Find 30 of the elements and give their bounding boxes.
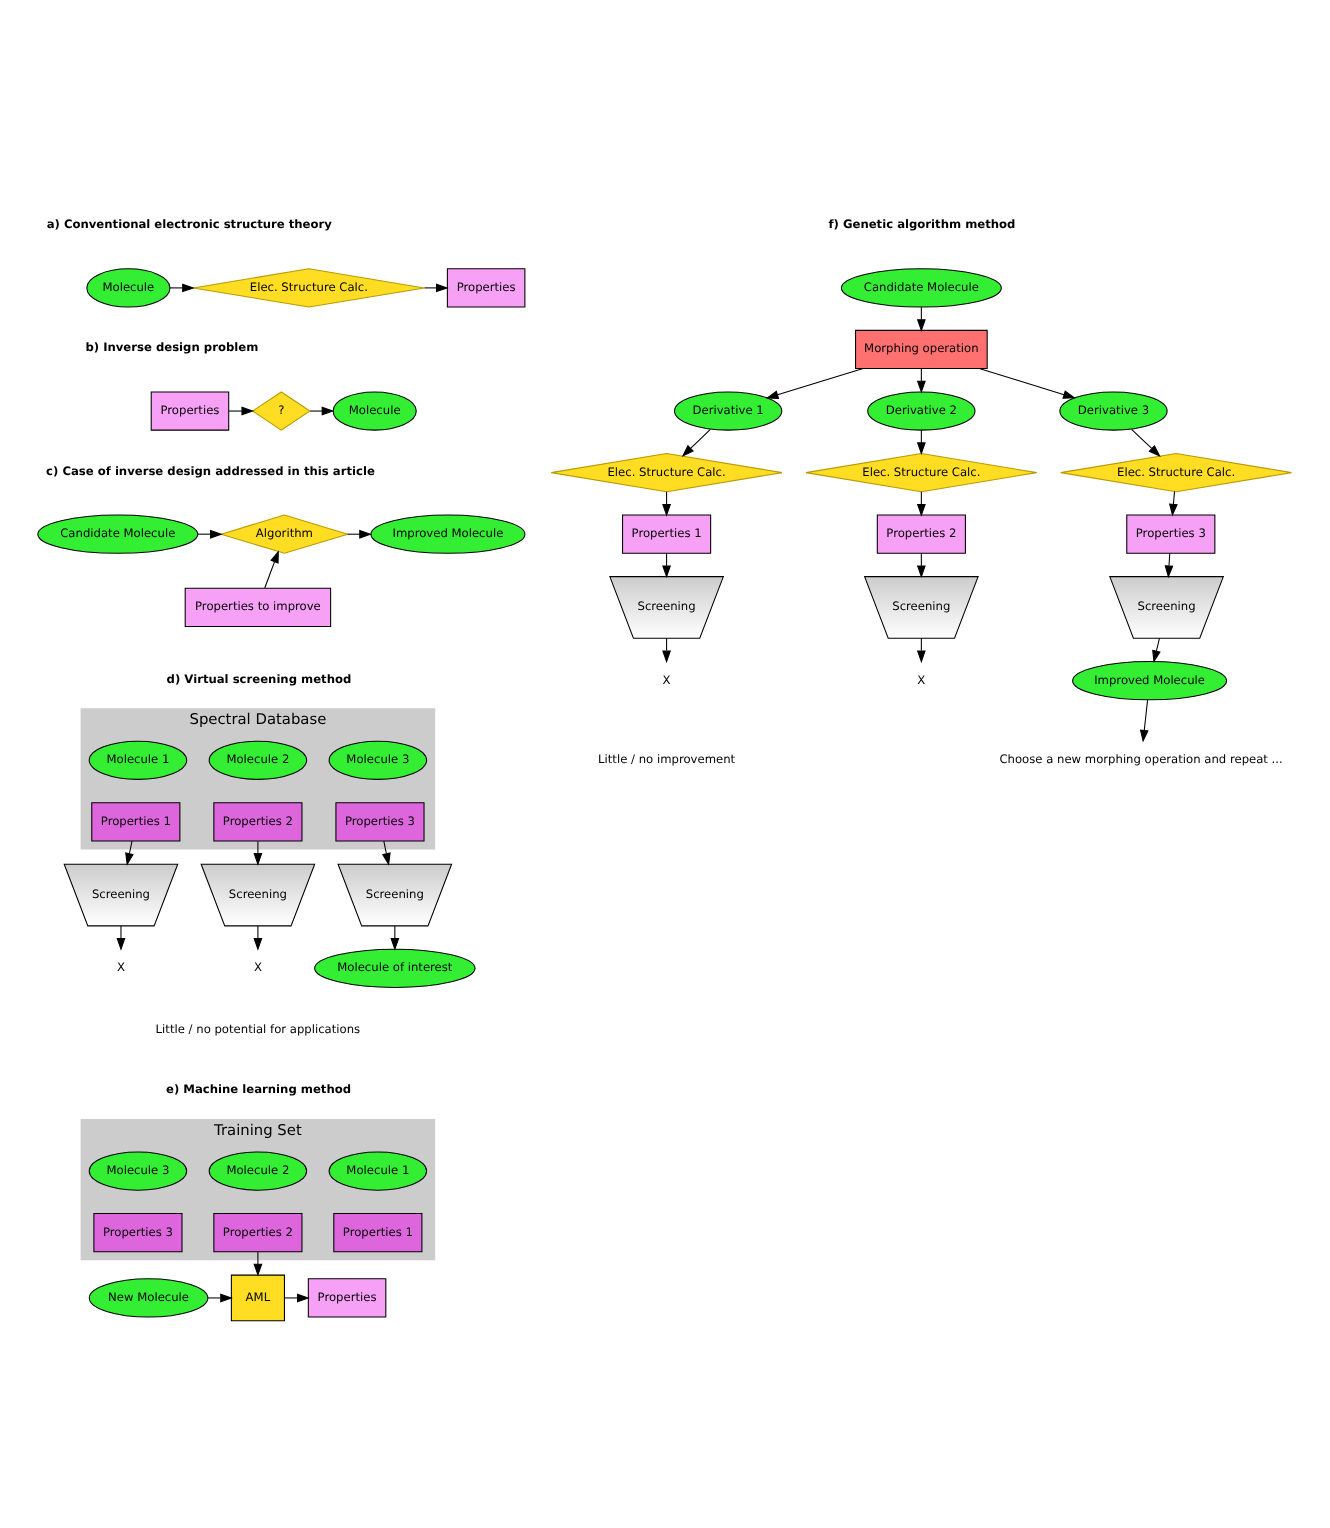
arrow [284, 1293, 310, 1303]
arrow [662, 637, 672, 664]
arrow [916, 368, 926, 394]
arrow [681, 428, 711, 457]
arrow [390, 925, 400, 951]
arrow [765, 368, 863, 399]
arrow [662, 491, 672, 517]
arrow [916, 637, 926, 664]
arrow [253, 840, 263, 866]
arrow [116, 925, 126, 951]
arrow [381, 840, 391, 866]
arrow [207, 1293, 233, 1303]
arrow [253, 925, 263, 951]
arrow [1152, 637, 1161, 664]
arrow [1131, 428, 1161, 457]
arrow [253, 1251, 263, 1277]
arrow [125, 840, 134, 866]
arrow [423, 283, 449, 293]
arrow [1169, 491, 1178, 517]
arrow [228, 406, 255, 416]
arrow [1139, 699, 1149, 743]
arrow [169, 283, 195, 293]
arrow [916, 306, 926, 332]
arrow [264, 550, 279, 589]
arrow [916, 491, 926, 517]
arrow [197, 529, 223, 539]
arrow [916, 429, 926, 456]
arrow [979, 368, 1076, 399]
arrow [309, 406, 335, 416]
arrow [1164, 553, 1174, 579]
